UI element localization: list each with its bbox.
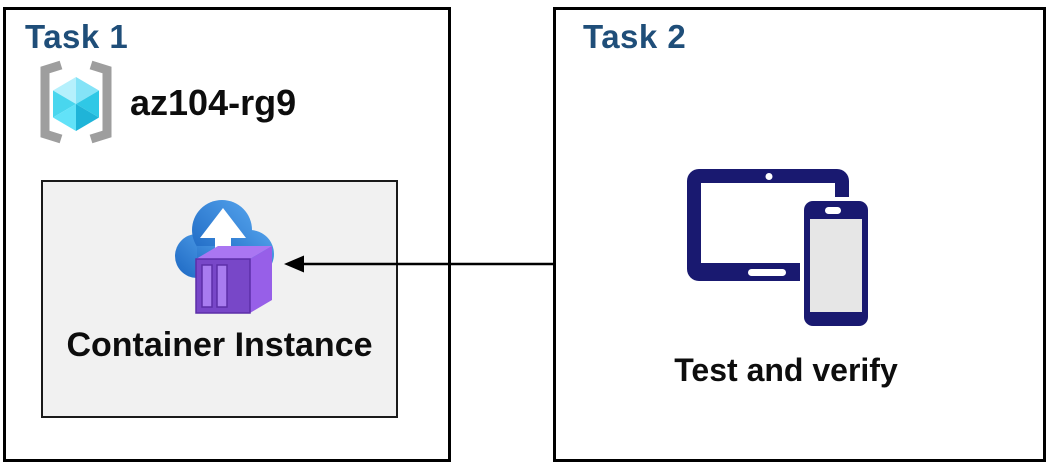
resource-group-icon (40, 60, 112, 144)
task2-box: Task 2 Test and verify (553, 7, 1046, 462)
task1-box: Task 1 az104-rg9 (3, 7, 451, 462)
tablet-phone-icon (687, 169, 868, 326)
task2-title: Task 2 (583, 18, 687, 55)
test-and-verify-label: Test and verify (674, 352, 898, 388)
container-instance-icon (175, 200, 274, 314)
container-instance-box: Container Instance (41, 180, 398, 418)
task1-title: Task 1 (25, 18, 129, 55)
resource-group-name: az104-rg9 (130, 82, 297, 123)
container-instance-label: Container Instance (66, 326, 373, 364)
